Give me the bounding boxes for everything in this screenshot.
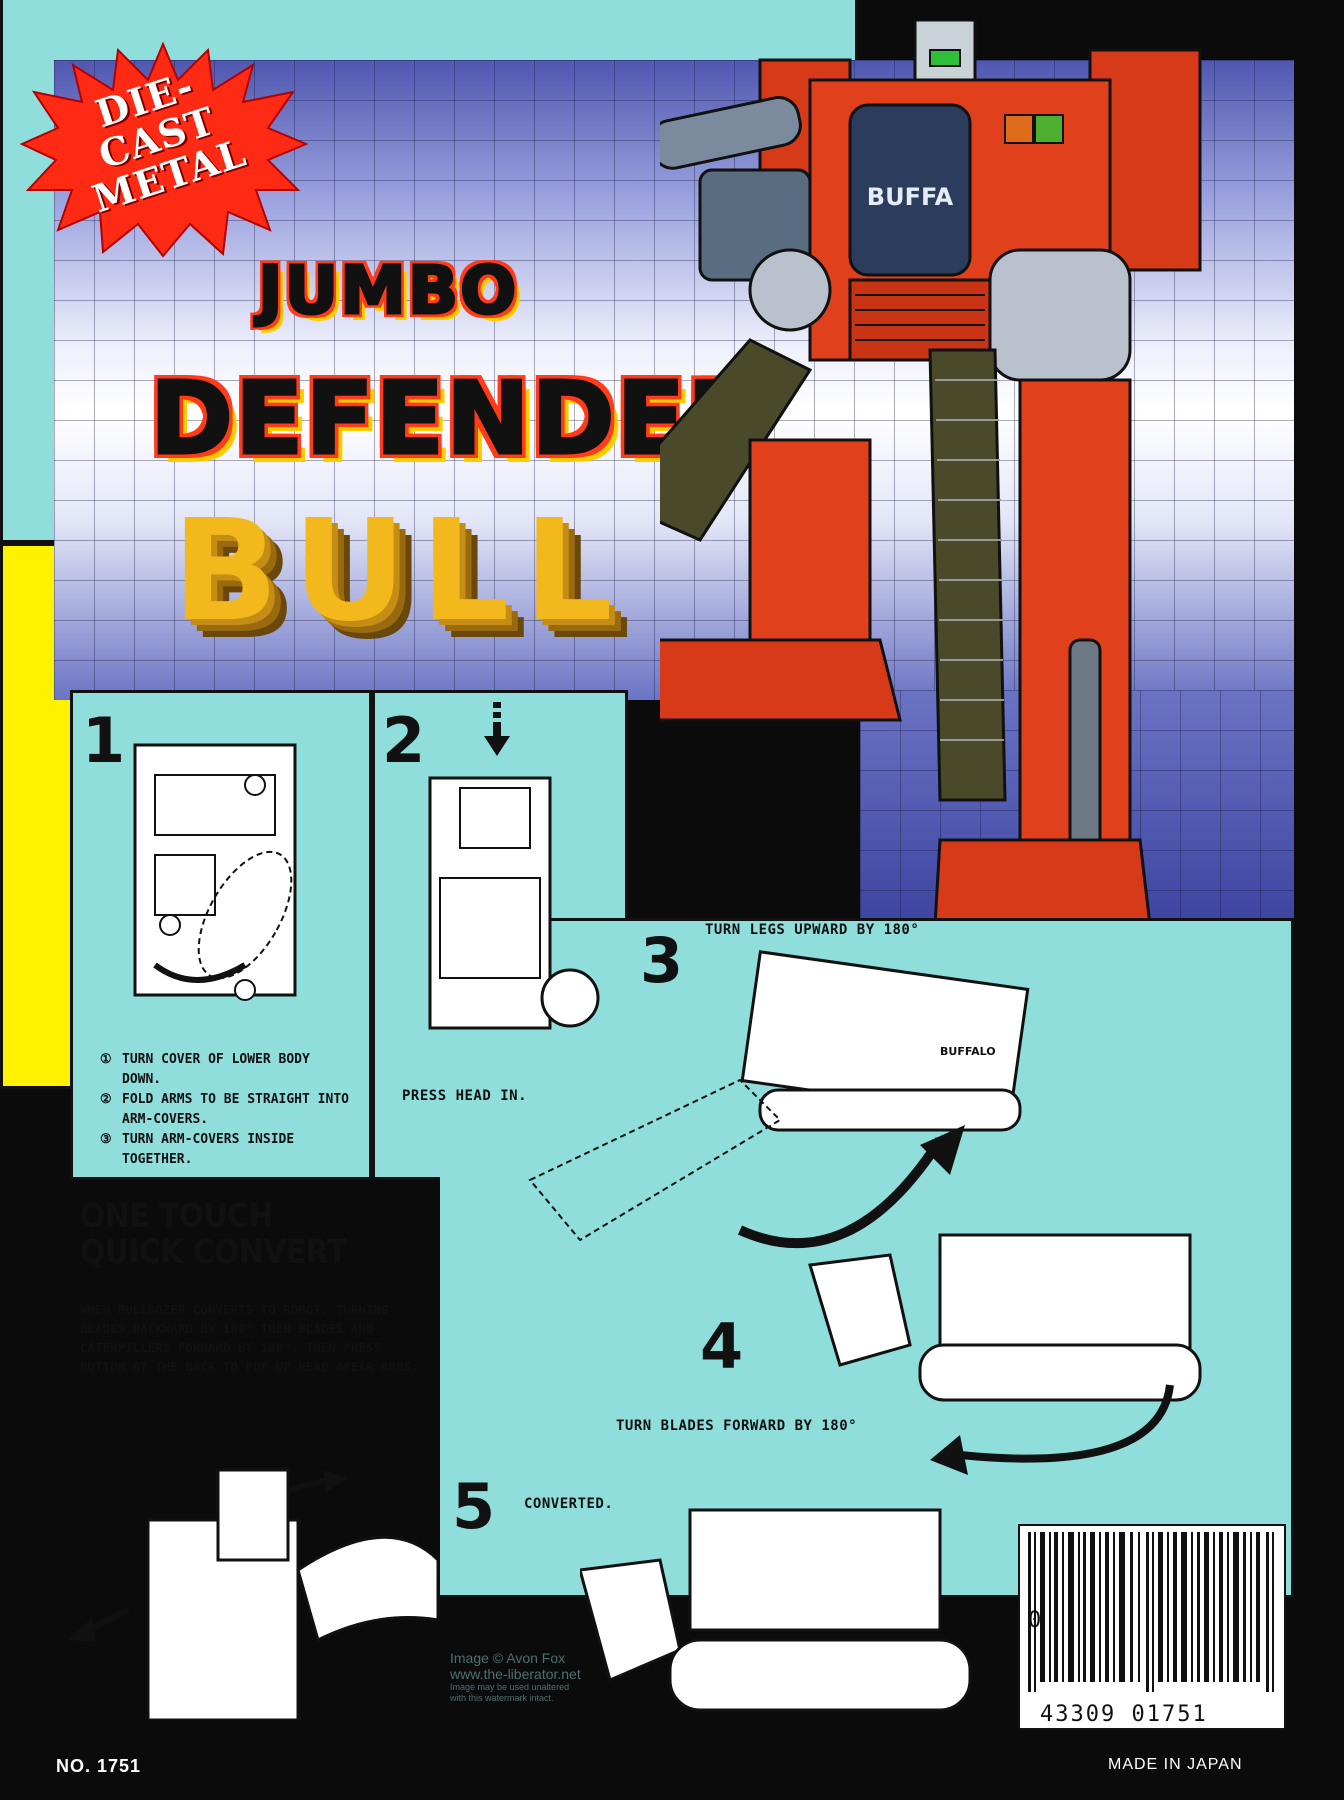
title-bull: BULL	[172, 490, 627, 653]
product-number: NO. 1751	[56, 1756, 142, 1776]
dozer-label: BUFFALO	[940, 1045, 996, 1058]
watermark-line3: Image may be used unaltered	[450, 1682, 570, 1692]
barcode-bars	[1028, 1532, 1274, 1692]
step-5-number: 5	[452, 1470, 496, 1543]
quick-convert-title-line2: QUICK CONVERT	[80, 1232, 347, 1271]
instruction-row: ② FOLD ARMS TO BE STRAIGHT INTO ARM-COVE…	[100, 1092, 349, 1127]
step-3-caption: TURN LEGS UPWARD BY 180°	[705, 922, 920, 938]
quick-convert-title-line1: ONE TOUCH	[80, 1196, 273, 1235]
step-4-caption: TURN BLADES FORWARD BY 180°	[616, 1418, 858, 1434]
robot-illustration: BUFFA	[660, 20, 1202, 1012]
watermark-line1: Image © Avon Fox	[450, 1650, 566, 1666]
step-4-diagram	[808, 1233, 1202, 1475]
barcode-digits: 43309 01751	[1040, 1702, 1208, 1727]
die-cast-starburst-badge	[19, 41, 308, 258]
step-1-diagram	[133, 743, 297, 1001]
instruction-row: ① TURN COVER OF LOWER BODY DOWN.	[100, 1052, 310, 1087]
quick-convert-body: WHEN BULLDOZER CONVERTS TO ROBOT, TURNIN…	[80, 1302, 419, 1374]
barcode	[1018, 1524, 1286, 1730]
step-2-number: 2	[382, 704, 426, 777]
step-1-instructions: ① TURN COVER OF LOWER BODY DOWN. ② FOLD …	[100, 1050, 350, 1170]
step-5-diagram	[580, 1508, 972, 1712]
step-3-number: 3	[640, 924, 684, 997]
step-5-caption: CONVERTED.	[524, 1496, 614, 1512]
step-4-number: 4	[700, 1310, 744, 1383]
made-in-label: MADE IN JAPAN	[1108, 1756, 1243, 1773]
title-jumbo: JUMBO	[256, 251, 519, 331]
watermark: Image © Avon Fox www.the-liberator.net I…	[450, 1650, 581, 1704]
watermark-line4: with this watermark intact.	[450, 1693, 554, 1703]
instruction-row: ③ TURN ARM-COVERS INSIDE TOGETHER.	[100, 1132, 295, 1167]
down-arrow-icon	[484, 702, 510, 756]
watermark-url: www.the-liberator.net	[450, 1666, 581, 1682]
quick-convert-title: ONE TOUCH QUICK CONVERT	[80, 1198, 386, 1270]
robot-chest-label: BUFFA	[867, 183, 954, 211]
step-3-diagram: BUFFALO	[528, 950, 1030, 1249]
hand-press-diagram	[68, 1468, 440, 1720]
step-2-caption: PRESS HEAD IN.	[402, 1088, 528, 1104]
barcode-lead-digit: 0	[1028, 1608, 1042, 1633]
step-1-number: 1	[82, 704, 126, 777]
step-2-diagram	[428, 776, 600, 1030]
